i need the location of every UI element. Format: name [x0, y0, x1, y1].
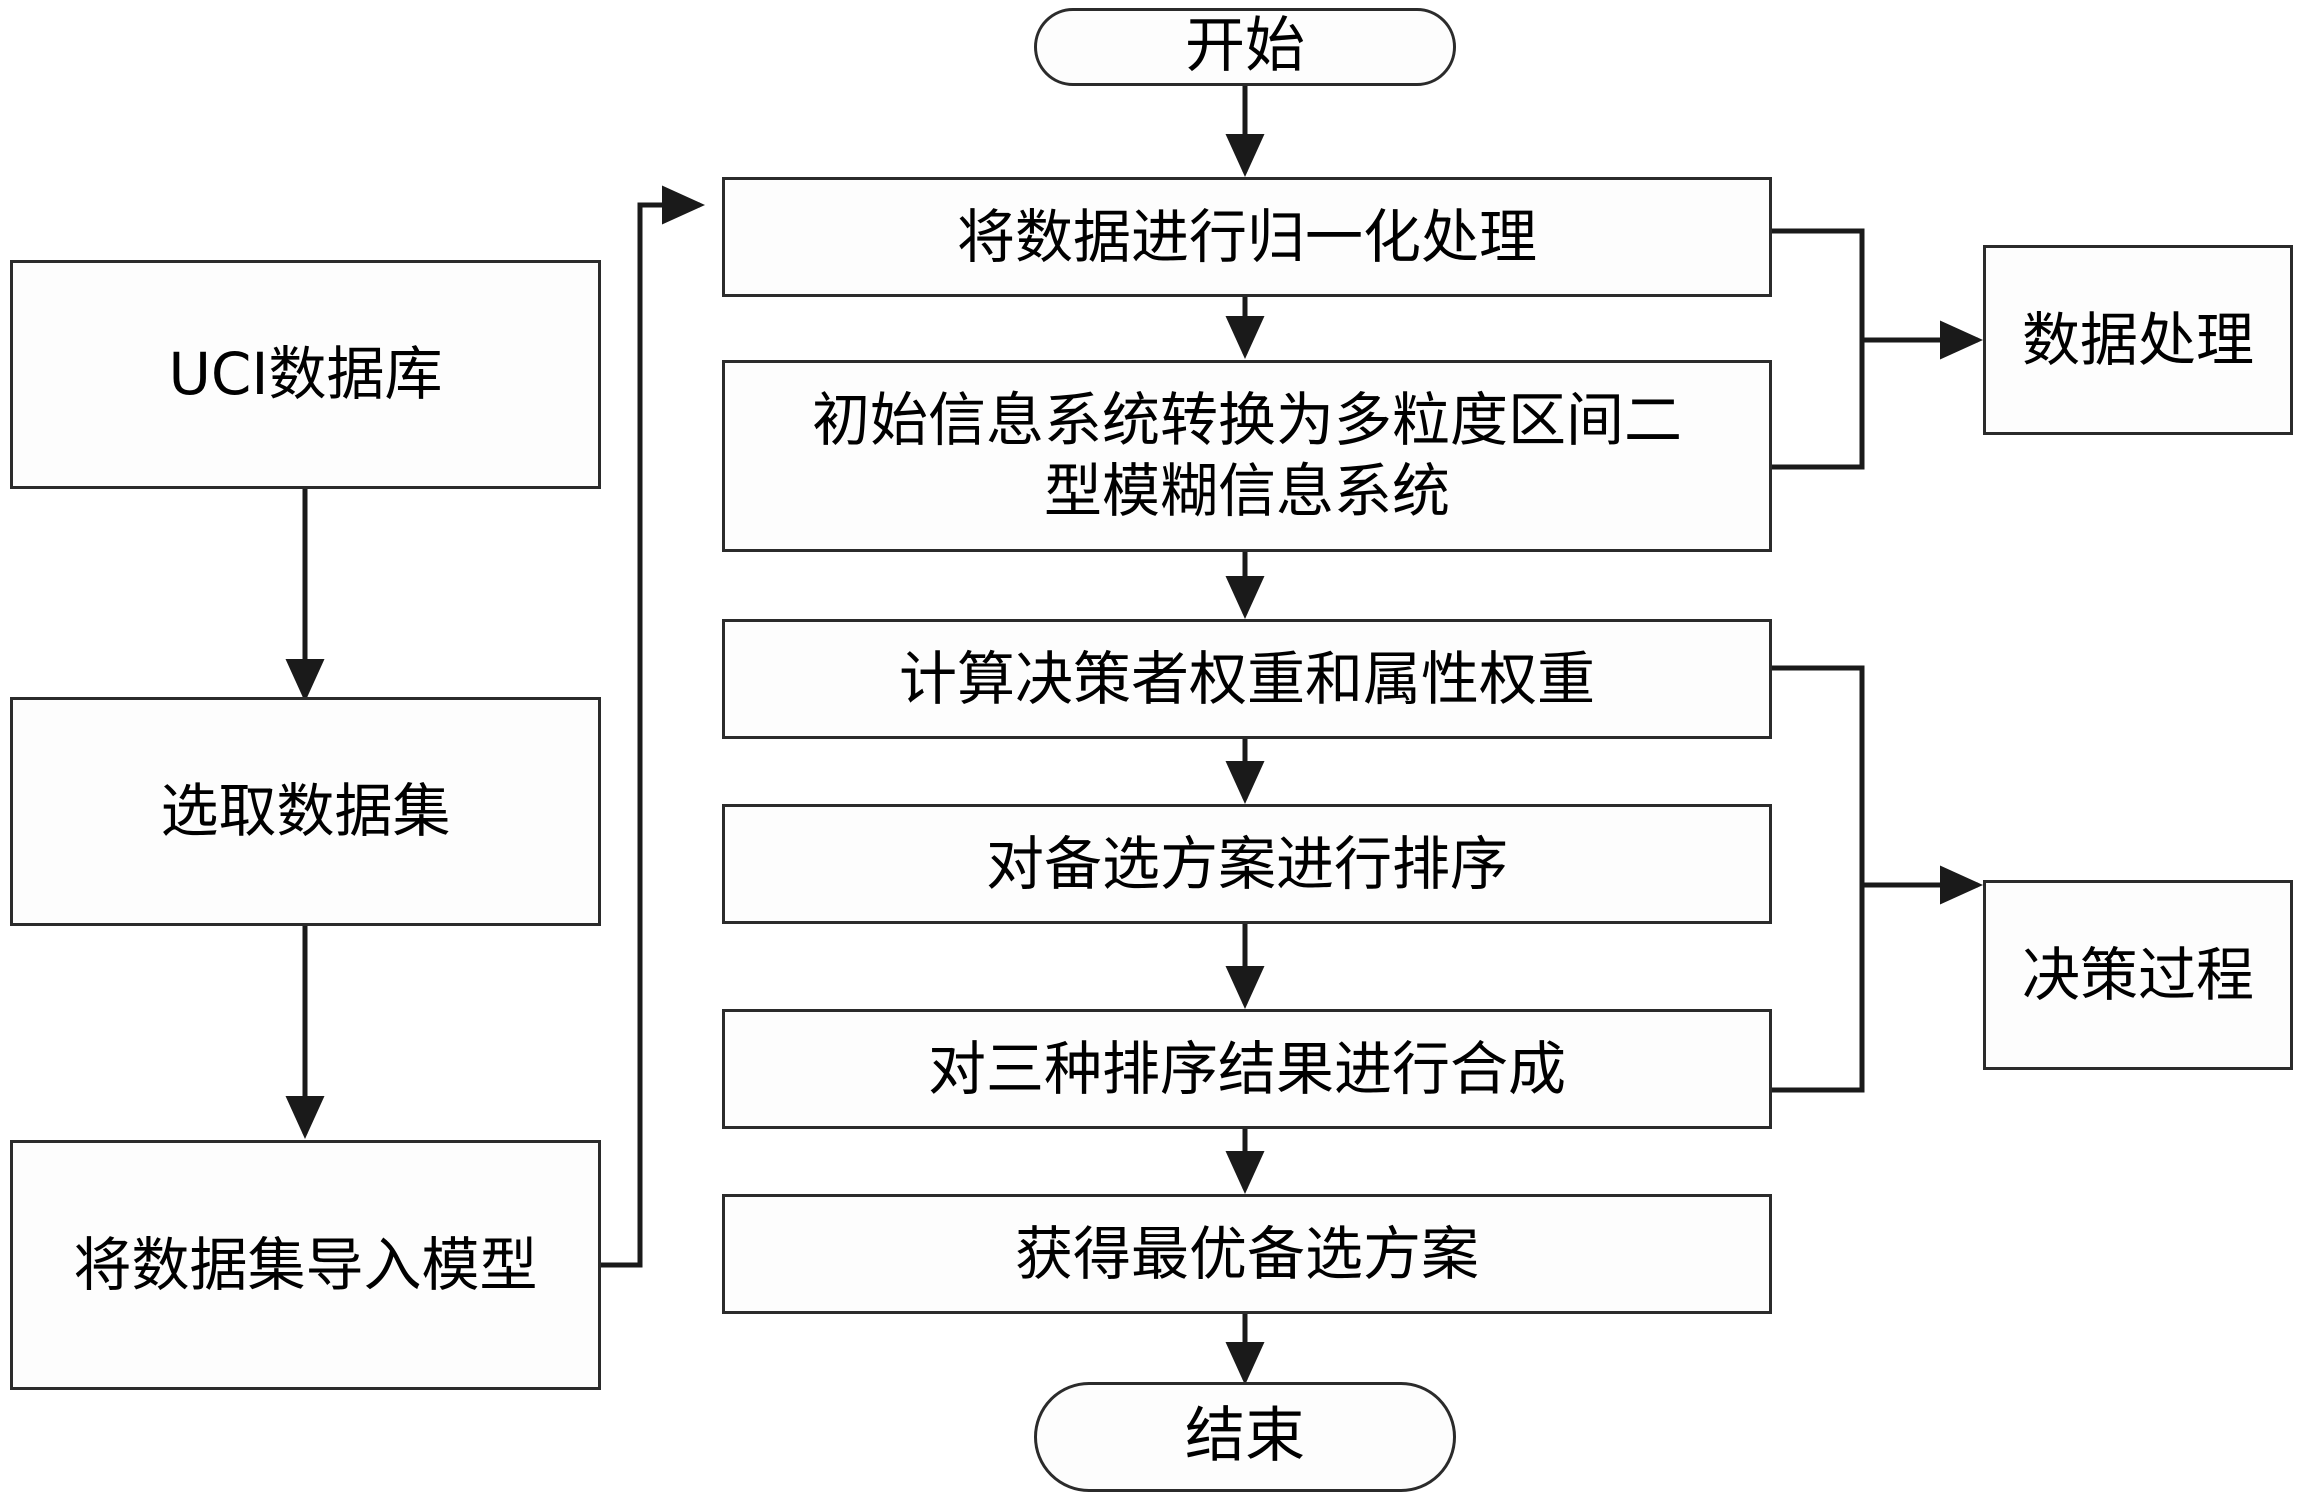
terminal-start-label: 开始 [1185, 11, 1305, 82]
node-convert-info-system[interactable]: 初始信息系统转换为多粒度区间二 型模糊信息系统 [722, 360, 1772, 552]
node-data-processing[interactable]: 数据处理 [1983, 245, 2293, 435]
node-select-dataset-label: 选取数据集 [160, 777, 451, 846]
node-uci-database-label: UCI数据库 [168, 340, 443, 409]
node-convert-info-system-label: 初始信息系统转换为多粒度区间二 型模糊信息系统 [811, 386, 1682, 525]
node-merge-rankings[interactable]: 对三种排序结果进行合成 [722, 1009, 1772, 1129]
edge-import-to-normalize [601, 185, 706, 1268]
node-decision-process[interactable]: 决策过程 [1983, 880, 2293, 1070]
node-decision-process-label: 决策过程 [2021, 940, 2254, 1009]
node-normalize-data-label: 将数据进行归一化处理 [956, 202, 1537, 271]
node-compute-weights[interactable]: 计算决策者权重和属性权重 [722, 619, 1772, 739]
node-data-processing-label: 数据处理 [2021, 305, 2254, 374]
node-merge-rankings-label: 对三种排序结果进行合成 [927, 1034, 1566, 1103]
node-normalize-data[interactable]: 将数据进行归一化处理 [722, 177, 1772, 297]
bracket-data-processing [1772, 228, 1865, 470]
terminal-end-label: 结束 [1185, 1401, 1305, 1472]
node-import-dataset-model-label: 将数据集导入模型 [73, 1230, 538, 1299]
bracket-decision-process [1772, 665, 1865, 1093]
terminal-start[interactable]: 开始 [1034, 8, 1456, 86]
node-rank-alternatives[interactable]: 对备选方案进行排序 [722, 804, 1772, 924]
terminal-end[interactable]: 结束 [1034, 1382, 1456, 1492]
node-import-dataset-model[interactable]: 将数据集导入模型 [10, 1140, 601, 1390]
node-select-dataset[interactable]: 选取数据集 [10, 697, 601, 926]
node-compute-weights-label: 计算决策者权重和属性权重 [898, 644, 1595, 713]
node-uci-database[interactable]: UCI数据库 [10, 260, 601, 489]
node-optimal-alternative-label: 获得最优备选方案 [1014, 1219, 1479, 1288]
node-rank-alternatives-label: 对备选方案进行排序 [985, 829, 1508, 898]
node-optimal-alternative[interactable]: 获得最优备选方案 [722, 1194, 1772, 1314]
